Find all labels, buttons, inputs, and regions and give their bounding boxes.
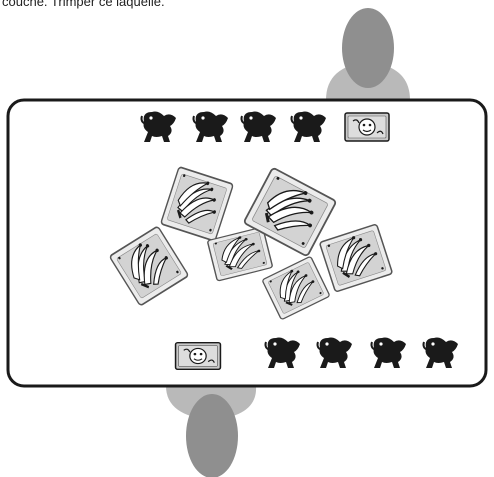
monkey-face-tile-icon [345, 113, 389, 141]
monkey-face-tile-icon [176, 343, 221, 370]
player-bottom-head [186, 394, 238, 477]
player-bottom [166, 386, 256, 477]
player-top-head [342, 8, 394, 88]
player-top [326, 8, 410, 100]
